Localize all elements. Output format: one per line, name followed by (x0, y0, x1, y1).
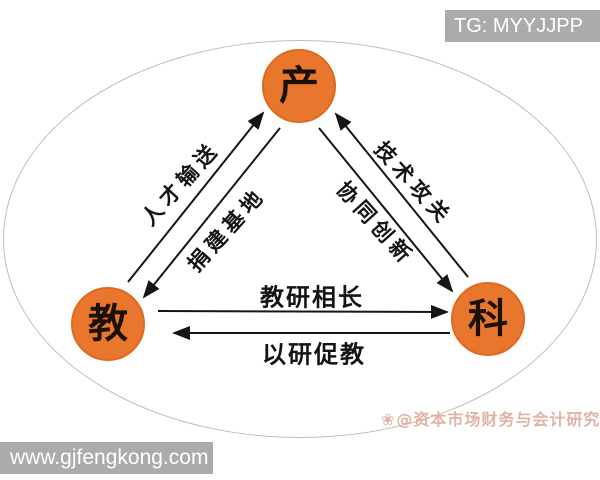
arrow-teaching-research-grow (157, 304, 449, 319)
node-education: 教 (71, 287, 145, 361)
ellipse-outline (3, 40, 597, 438)
edge-label-research-promotes-teaching: 以研促教 (262, 340, 366, 369)
watermark: ❀@资本市场财务与会计研究 (381, 406, 600, 430)
edge-label-teaching-research-grow: 教研相长 (260, 283, 364, 312)
watermark-flower-icon: ❀ (381, 410, 396, 429)
tg-contact-badge: TG: MYYJJPP (445, 10, 600, 42)
arrow-talent-delivery (127, 111, 265, 283)
arrow-donate-base (142, 127, 281, 299)
watermark-text: @资本市场财务与会计研究 (396, 410, 600, 429)
node-industry: 产 (262, 49, 336, 123)
arrow-tech-breakthrough (334, 112, 469, 278)
website-badge: www.gjfengkong.com (0, 442, 213, 474)
node-science: 科 (451, 282, 525, 356)
arrow-collaborative-innovation (318, 127, 454, 293)
